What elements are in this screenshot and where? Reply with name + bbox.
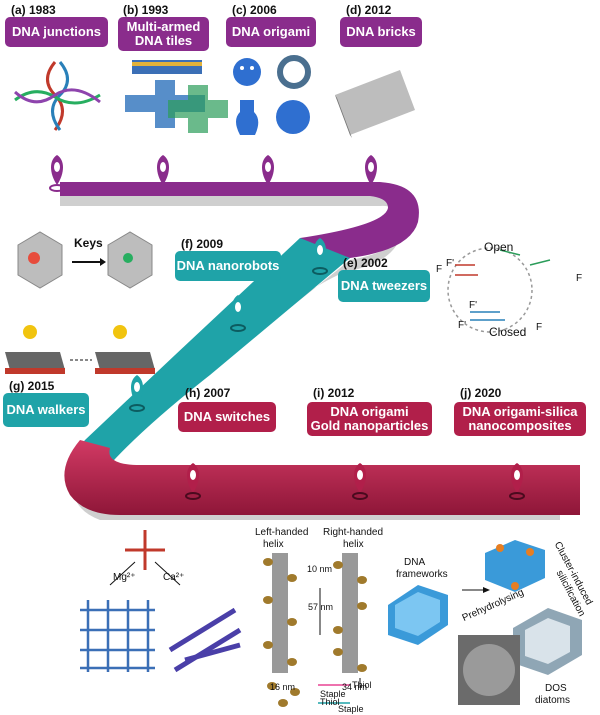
- box-dna-origami: DNA origami: [226, 17, 316, 47]
- box-i-line1: DNA origami: [330, 404, 409, 419]
- right-helix-label-1: Right-handed: [323, 527, 384, 538]
- diatoms-label: diatoms: [535, 695, 571, 706]
- box-j-line1: DNA origami-silica: [462, 404, 578, 419]
- pin-d: [363, 155, 379, 192]
- dos-label: DOS: [545, 683, 567, 694]
- box-dna-switches: DNA switches: [178, 402, 276, 432]
- silica-image: [388, 540, 582, 705]
- pin-h: [185, 463, 201, 500]
- ca-label: Ca²⁺: [163, 572, 185, 583]
- box-dna-nanorobots: DNA nanorobots: [175, 251, 281, 281]
- nm16-label: 16 nm: [270, 682, 296, 692]
- dna-bricks-image: [335, 70, 415, 138]
- pin-i: [352, 463, 368, 500]
- pin-g: [129, 375, 145, 412]
- nm10-label: 10 nm: [307, 564, 333, 574]
- tweezers-image: [447, 247, 551, 333]
- keys-label: Keys: [74, 236, 103, 250]
- f-prime-label-1: F': [446, 258, 455, 269]
- box-dna-junctions: DNA junctions: [5, 17, 108, 47]
- dna-origami-image: [233, 55, 311, 135]
- purple-timeline-band: [60, 182, 419, 265]
- staple-label-2: Staple: [338, 704, 364, 714]
- right-helix-label-2: helix: [343, 539, 364, 550]
- open-label: Open: [484, 240, 514, 254]
- box-dna-bricks: DNA bricks: [340, 17, 422, 47]
- box-j-line2: nanocomposites: [468, 418, 572, 433]
- thiol-label-1: Thiol: [352, 680, 372, 690]
- closed-label: Closed: [489, 325, 527, 339]
- mg-label: Mg²⁺: [113, 572, 136, 583]
- pin-b: [155, 155, 171, 192]
- label-j: (j) 2020: [460, 386, 502, 400]
- label-h: (h) 2007: [185, 386, 231, 400]
- box-dna-tweezers: DNA tweezers: [338, 270, 430, 302]
- pin-a: [49, 155, 65, 192]
- box-b-line2: DNA tiles: [134, 33, 193, 48]
- label-f: (f) 2009: [181, 237, 224, 251]
- dna-junction-image: [13, 61, 101, 131]
- label-d: (d) 2012: [346, 3, 392, 17]
- pin-e: [312, 238, 328, 275]
- thiol-label-2: Thiol: [320, 697, 340, 707]
- left-helix-label-1: Left-handed: [255, 527, 309, 538]
- staple-label-1: Staple: [320, 689, 346, 699]
- walker-image: [5, 325, 155, 374]
- switch-image: [80, 530, 242, 673]
- teal-timeline-band: [71, 238, 350, 480]
- label-b: (b) 1993: [123, 3, 169, 17]
- pin-f: [230, 295, 246, 332]
- dna-tiles-image: [125, 60, 228, 133]
- box-multi-armed-dna-tiles: Multi-armed DNA tiles: [118, 17, 209, 51]
- box-dna-walkers: DNA walkers: [3, 393, 89, 427]
- box-b-line1: Multi-armed: [126, 19, 201, 34]
- left-helix-label-2: helix: [263, 539, 284, 550]
- dna-frameworks-label-1: DNA: [404, 557, 426, 568]
- nm57-label: 57 nm: [308, 602, 334, 612]
- f-label-2: F: [576, 273, 583, 284]
- label-c: (c) 2006: [232, 3, 277, 17]
- f-label-3: F: [536, 322, 543, 333]
- f-label-1: F: [436, 264, 443, 275]
- helix-image: [263, 553, 367, 707]
- box-dna-origami-gold: DNA origami Gold nanoparticles: [307, 402, 432, 436]
- crimson-timeline-band: [64, 440, 580, 515]
- box-dna-origami-silica: DNA origami-silica nanocomposites: [454, 402, 586, 436]
- f-prime-label-2: F': [469, 300, 478, 311]
- label-i: (i) 2012: [313, 386, 355, 400]
- box-i-line2: Gold nanoparticles: [310, 418, 429, 433]
- nanorobot-image: [17, 231, 153, 289]
- pin-c: [260, 155, 276, 192]
- pin-j: [509, 463, 525, 500]
- dna-frameworks-label-2: frameworks: [396, 569, 448, 580]
- nm34-label: 34 nm: [342, 682, 368, 692]
- label-a: (a) 1983: [11, 3, 56, 17]
- label-e: (e) 2002: [343, 256, 388, 270]
- label-g: (g) 2015: [9, 379, 55, 393]
- f-prime-label-3: F': [458, 320, 467, 331]
